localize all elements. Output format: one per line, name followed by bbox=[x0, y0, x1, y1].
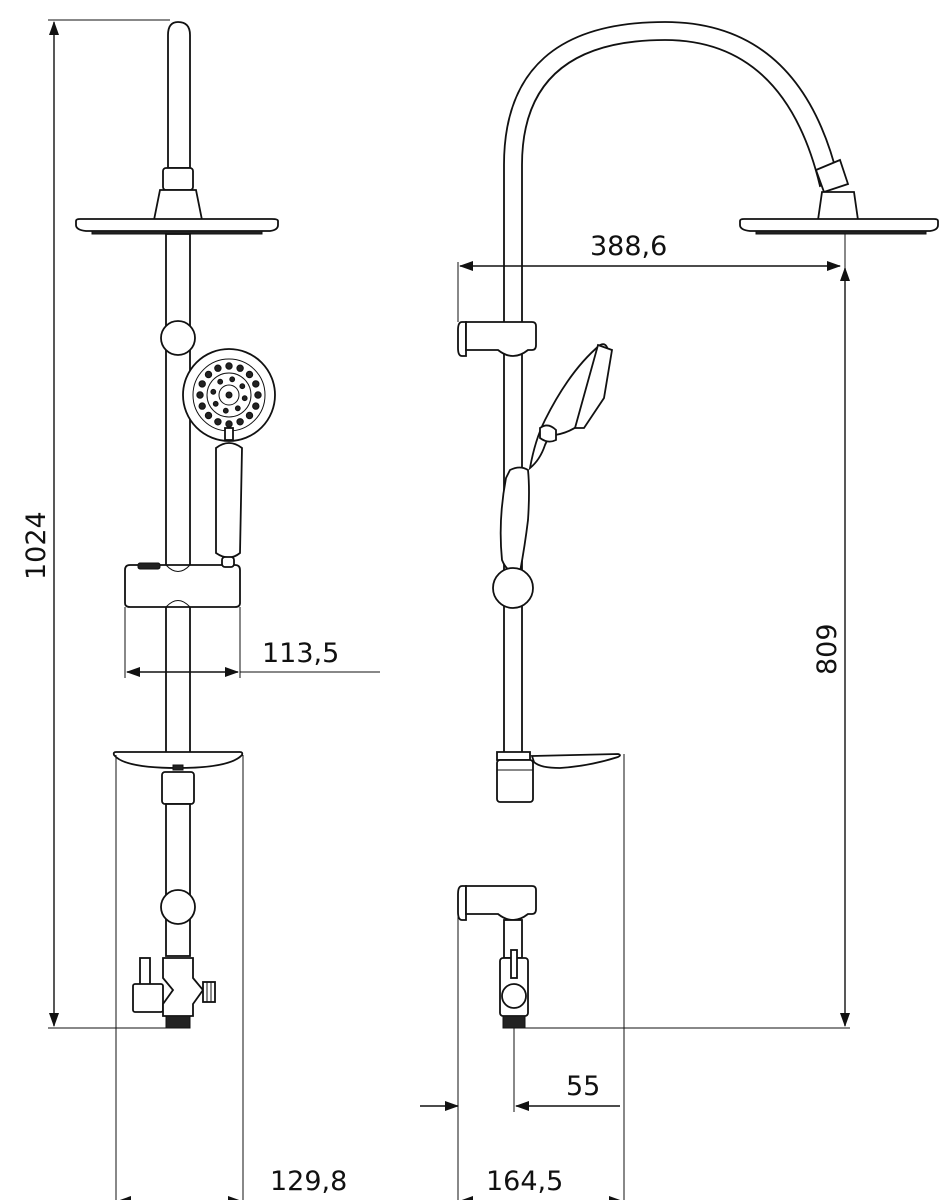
hand-shower-nozzle bbox=[214, 364, 222, 372]
hand-shower-nozzle bbox=[225, 420, 233, 428]
hand-shower-nozzle bbox=[198, 402, 206, 410]
dim-388-label: 388,6 bbox=[590, 231, 667, 262]
front-upper-bracket bbox=[160, 320, 196, 356]
hand-shower-nozzle bbox=[229, 376, 236, 383]
hand-shower-nozzle bbox=[236, 418, 244, 426]
hand-shower-nozzle bbox=[236, 364, 244, 372]
hand-shower-nozzle bbox=[252, 380, 260, 388]
hand-shower-nozzle bbox=[241, 395, 248, 402]
side-upper-bracket bbox=[457, 321, 537, 357]
dim-129-label: 129,8 bbox=[270, 1166, 347, 1197]
dim-1024-label: 1024 bbox=[21, 511, 52, 580]
dim-809-label: 809 bbox=[812, 623, 843, 675]
side-slider-knob bbox=[492, 567, 534, 609]
front-shelf-sleeve bbox=[161, 771, 195, 805]
side-head-cap bbox=[816, 191, 860, 221]
front-head-nut bbox=[162, 167, 194, 191]
hand-shower-nozzle bbox=[239, 383, 246, 390]
hand-shower-nozzle bbox=[245, 370, 254, 379]
side-overhead-shower bbox=[739, 218, 939, 232]
hand-shower-nozzle bbox=[196, 391, 204, 399]
front-lower-rail bbox=[165, 803, 191, 957]
hand-shower-nozzle bbox=[210, 388, 217, 395]
hand-shower-nozzle bbox=[225, 362, 233, 370]
hand-shower-nozzle bbox=[252, 402, 260, 410]
side-arm-nut bbox=[814, 158, 850, 194]
hand-shower-nozzle bbox=[212, 400, 219, 407]
front-riser-rail bbox=[165, 233, 191, 755]
hand-shower-nozzle bbox=[222, 407, 229, 414]
dim-164-label: 164,5 bbox=[486, 1166, 563, 1197]
hand-shower-nozzle bbox=[245, 411, 254, 420]
front-top-pipe bbox=[167, 21, 191, 169]
side-soap-shelf bbox=[496, 751, 621, 803]
front-lower-bracket bbox=[160, 889, 196, 925]
dim-113-label: 113,5 bbox=[262, 638, 339, 669]
hand-shower-nozzle bbox=[234, 405, 241, 412]
side-lower-bracket bbox=[457, 885, 537, 921]
hand-shower-nozzle bbox=[204, 411, 213, 420]
front-hand-shower bbox=[182, 348, 276, 559]
dim-55-label: 55 bbox=[566, 1071, 600, 1102]
front-diverter bbox=[132, 957, 216, 1029]
side-view: 388,6 809 55 164,5 bbox=[420, 21, 939, 1200]
side-gooseneck-arm bbox=[503, 21, 840, 763]
front-slider bbox=[124, 556, 241, 608]
hand-shower-nozzle bbox=[217, 378, 224, 385]
front-overhead-shower bbox=[75, 218, 279, 232]
front-shelf-clip bbox=[172, 764, 184, 771]
side-diverter bbox=[499, 949, 529, 1029]
hand-shower-nozzle bbox=[198, 380, 206, 388]
front-view: 1024 113,5 129,8 bbox=[21, 19, 380, 1200]
hand-shower-nozzle bbox=[204, 370, 213, 379]
hand-shower-nozzle bbox=[214, 418, 222, 426]
hand-shower-nozzle bbox=[254, 391, 262, 399]
front-head-cap bbox=[152, 189, 204, 221]
side-overhead-nozzles bbox=[755, 230, 927, 235]
side-hand-shower bbox=[499, 343, 614, 574]
